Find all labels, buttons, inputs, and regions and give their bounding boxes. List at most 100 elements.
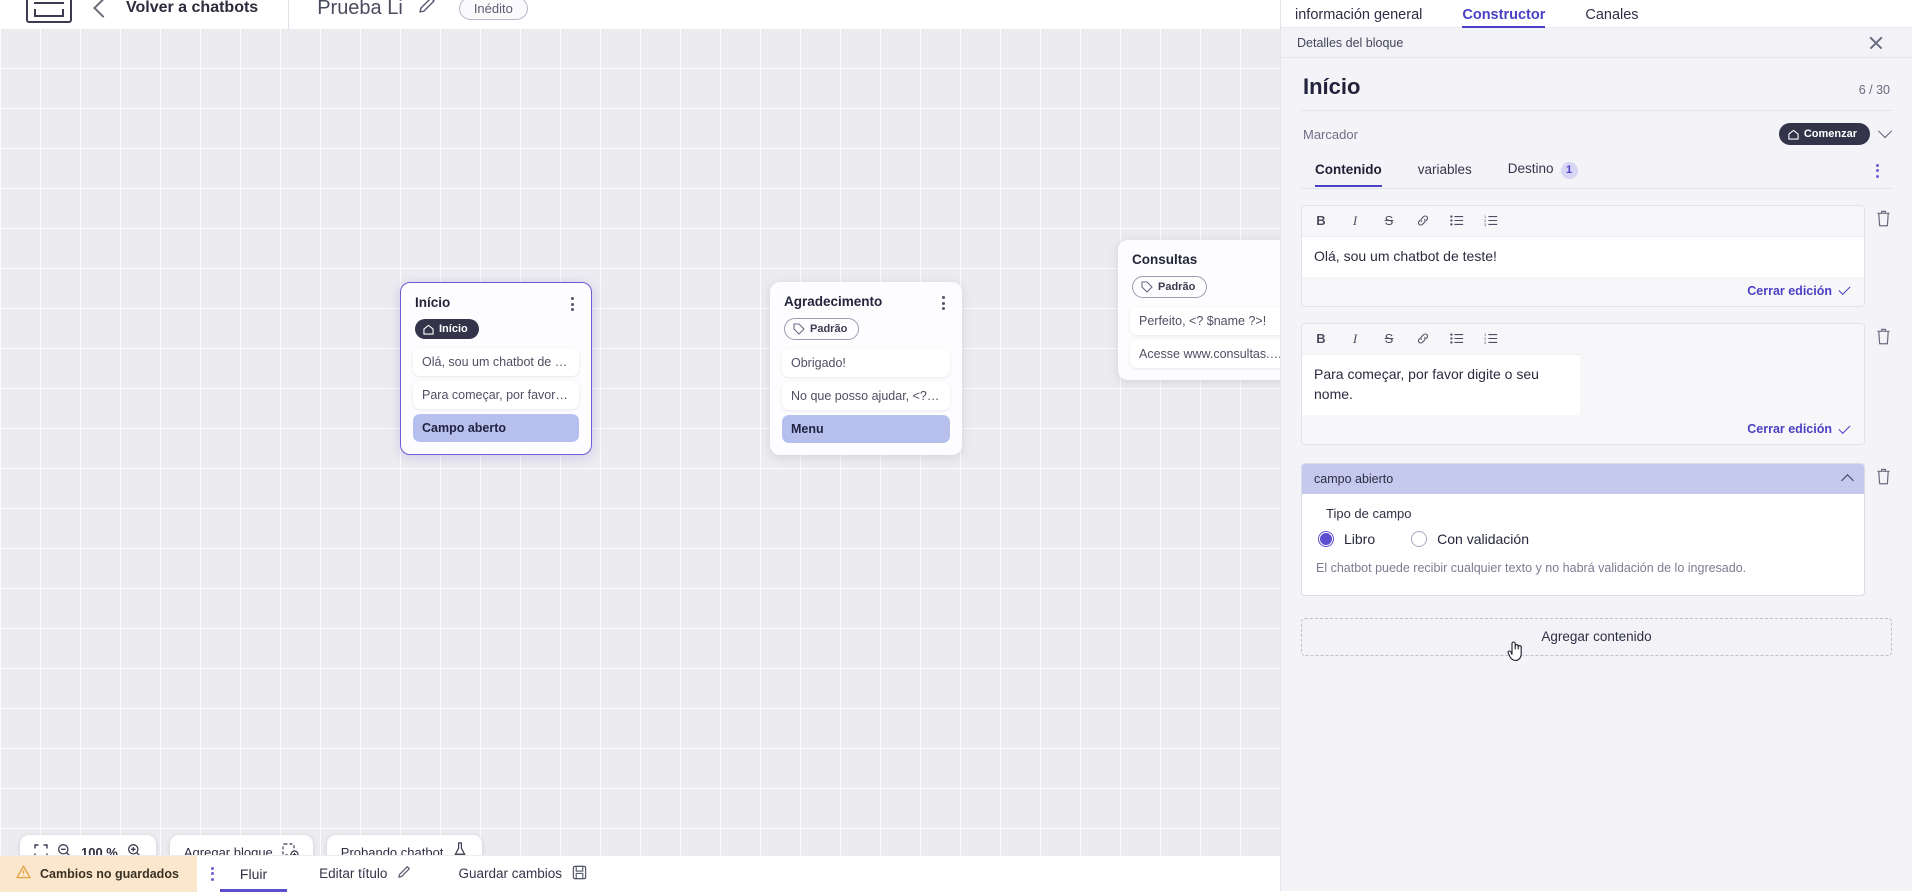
flow-node-inicio[interactable]: Início Início Olá, sou um chatbot de tes… — [400, 282, 592, 455]
unsaved-changes-label: Cambios no guardados — [40, 867, 179, 881]
campo-abierto-block[interactable]: campo abierto Tipo de campo Libro Con va… — [1301, 463, 1865, 595]
marcador-value-chip[interactable]: Comenzar — [1779, 123, 1870, 145]
node-message[interactable]: No que posso ajudar, <? $name ... — [782, 382, 950, 410]
node-message[interactable]: Olá, sou um chatbot de teste! — [413, 348, 579, 376]
field-block-header[interactable]: campo abierto — [1302, 464, 1864, 494]
trash-icon[interactable] — [1875, 467, 1892, 486]
save-changes-label: Guardar cambios — [458, 866, 562, 881]
field-type-options: Libro Con validación — [1318, 531, 1850, 547]
block-counter: 6 / 30 — [1859, 83, 1890, 97]
pointer-hand-cursor — [1506, 639, 1524, 661]
tab-destino-label: Destino — [1508, 161, 1554, 176]
tag-icon — [793, 323, 805, 335]
status-badge: Inédito — [459, 0, 528, 20]
tab-fluir[interactable]: Fluir — [234, 856, 273, 892]
italic-icon[interactable]: I — [1348, 331, 1362, 347]
flow-node-agradecimento[interactable]: Agradecimento Padrão Obrigado! No que po… — [770, 282, 962, 455]
close-edit-label: Cerrar edición — [1747, 284, 1832, 298]
svg-text:3: 3 — [1484, 341, 1486, 345]
panel-header: Detalles del bloque — [1281, 28, 1912, 58]
grid-logo[interactable] — [26, 0, 72, 23]
node-message[interactable]: Obrigado! — [782, 349, 950, 377]
back-to-chatbots-link[interactable]: Volver a chatbots — [126, 0, 258, 17]
destino-badge: 1 — [1561, 162, 1578, 179]
bottom-menu-button[interactable] — [211, 867, 214, 881]
radio-label: Con validación — [1437, 531, 1529, 547]
tab-destino[interactable]: Destino 1 — [1508, 161, 1578, 188]
radio-icon[interactable] — [1411, 531, 1427, 547]
node-message-selected[interactable]: Campo aberto — [413, 414, 579, 442]
node-message[interactable]: Perfeito, <? $name ?>! — [1130, 307, 1296, 335]
tab-constructor[interactable]: Constructor — [1462, 7, 1545, 27]
radio-option-con-validacion[interactable]: Con validación — [1411, 531, 1529, 547]
svg-text:3: 3 — [1484, 223, 1486, 227]
trash-icon[interactable] — [1875, 209, 1892, 228]
field-block-body: Tipo de campo Libro Con validación El ch… — [1302, 494, 1864, 594]
node-tag-default: Padrão — [784, 318, 859, 340]
add-content-button[interactable]: Agregar contenido — [1301, 618, 1892, 656]
node-message[interactable]: Para começar, por favor digite o ... — [413, 381, 579, 409]
marcador-control[interactable]: Comenzar — [1779, 123, 1890, 145]
strikethrough-icon[interactable]: S — [1382, 213, 1396, 229]
unsaved-changes-banner: Cambios no guardados — [0, 856, 197, 892]
node-header: Agradecimento — [780, 292, 952, 310]
save-changes-button[interactable]: Guardar cambios — [458, 865, 587, 883]
edit-title-button[interactable]: Editar título — [319, 865, 412, 883]
link-icon[interactable] — [1416, 213, 1430, 229]
node-menu-button[interactable] — [936, 294, 950, 310]
back-chevron-icon[interactable] — [93, 0, 113, 18]
bullet-list-icon[interactable] — [1450, 213, 1464, 229]
node-title: Consultas — [1132, 252, 1197, 267]
radio-option-libro[interactable]: Libro — [1318, 531, 1375, 547]
italic-icon[interactable]: I — [1348, 213, 1362, 229]
save-icon — [572, 865, 587, 883]
tag-icon — [1141, 281, 1153, 293]
node-tag-start: Início — [415, 319, 479, 339]
check-icon — [1838, 283, 1850, 295]
field-block-title: campo abierto — [1314, 472, 1393, 486]
tab-contenido[interactable]: Contenido — [1315, 162, 1382, 186]
node-message[interactable]: Acesse www.consultas.com par... — [1130, 340, 1296, 368]
strikethrough-icon[interactable]: S — [1382, 331, 1396, 347]
field-block-card: campo abierto Tipo de campo Libro Con va… — [1301, 463, 1892, 595]
chevron-down-icon[interactable] — [1878, 124, 1892, 138]
node-menu-button[interactable] — [565, 295, 579, 311]
close-icon[interactable] — [1868, 35, 1884, 51]
node-header: Consultas — [1128, 250, 1298, 268]
content-tabs: Contenido variables Destino 1 — [1301, 155, 1892, 189]
pencil-icon[interactable] — [417, 0, 437, 21]
page-title: Início — [1303, 74, 1360, 100]
bullet-list-icon[interactable] — [1450, 331, 1464, 347]
editor-text[interactable]: Para começar, por favor digite o seu nom… — [1302, 354, 1580, 416]
block-title-row: Início 6 / 30 — [1301, 58, 1892, 111]
add-content-label: Agregar contenido — [1541, 629, 1651, 644]
close-edit-label: Cerrar edición — [1747, 422, 1832, 436]
tab-variables[interactable]: variables — [1418, 162, 1472, 186]
trash-icon[interactable] — [1875, 327, 1892, 346]
tab-informacion-general[interactable]: información general — [1295, 7, 1422, 27]
radio-icon-selected[interactable] — [1318, 531, 1334, 547]
link-icon[interactable] — [1416, 331, 1430, 347]
bold-icon[interactable]: B — [1314, 331, 1328, 347]
close-edit-button[interactable]: Cerrar edición — [1302, 415, 1864, 444]
node-tag-label: Padrão — [1158, 281, 1195, 293]
tab-canales[interactable]: Canales — [1585, 7, 1638, 27]
home-icon — [423, 324, 434, 335]
chevron-up-icon[interactable] — [1841, 475, 1854, 488]
panel-overflow-menu[interactable] — [1870, 162, 1884, 187]
bold-icon[interactable]: B — [1314, 213, 1328, 229]
node-message-selected[interactable]: Menu — [782, 415, 950, 443]
close-edit-button[interactable]: Cerrar edición — [1302, 277, 1864, 306]
edit-title-label: Editar título — [319, 866, 387, 881]
panel-body: Início 6 / 30 Marcador Comenzar Contenid… — [1281, 58, 1912, 891]
toolbar-divider — [288, 0, 289, 29]
node-title: Agradecimento — [784, 294, 882, 309]
check-icon — [1838, 422, 1850, 434]
editor-text[interactable]: Olá, sou um chatbot de teste! — [1302, 236, 1864, 277]
